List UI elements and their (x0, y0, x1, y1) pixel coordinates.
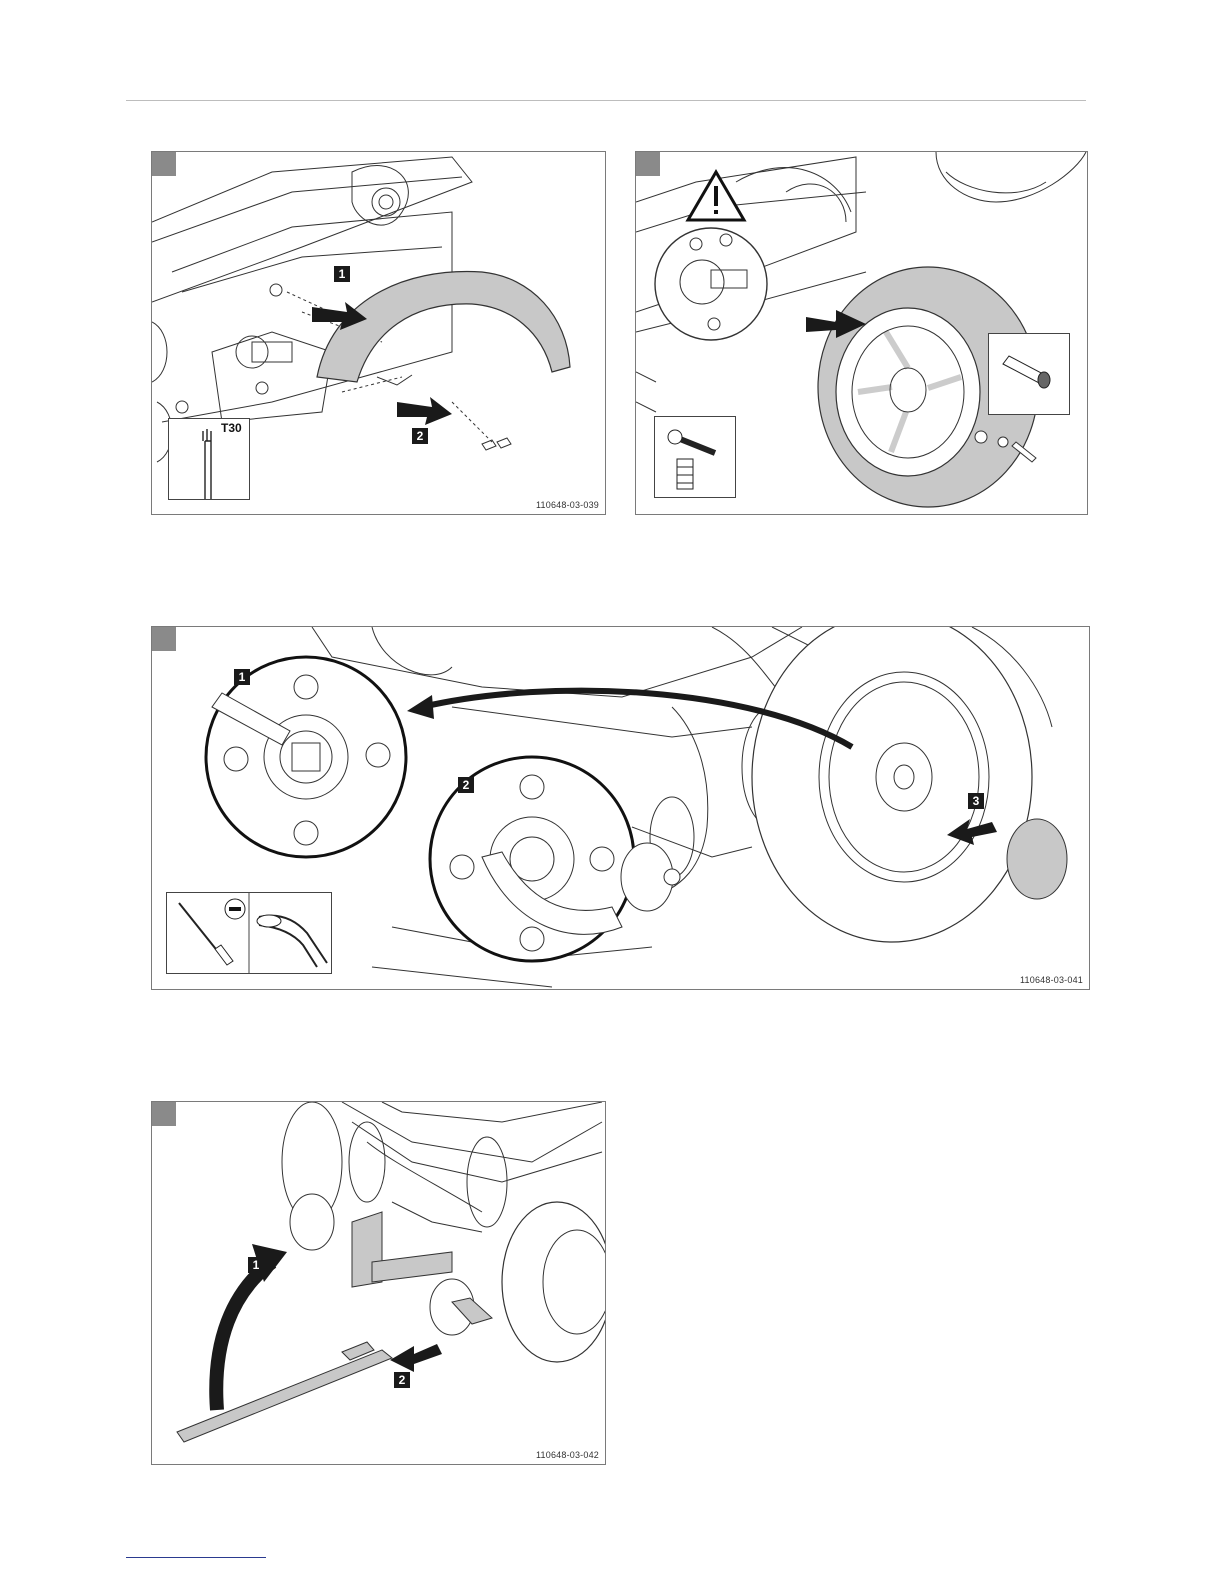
callout-1: 1 (334, 266, 350, 282)
torx-size-label: T30 (221, 421, 242, 435)
lift-arrow (216, 1262, 272, 1410)
figure-code: 110648-03-042 (536, 1450, 599, 1460)
illustration-jack (152, 1102, 605, 1464)
figure-tab (636, 152, 660, 176)
callout-2: 2 (412, 428, 428, 444)
callout-2: 2 (458, 777, 474, 793)
figure-tab (152, 1102, 176, 1126)
figure-wheel-mounting (635, 151, 1088, 515)
callout-3: 3 (968, 793, 984, 809)
inset-torque-wrench (654, 416, 736, 498)
axle-pin-icon (989, 334, 1069, 414)
figure-code: 110648-03-039 (536, 500, 599, 510)
tool-inset-torx: T30 (168, 418, 250, 500)
figure-hub-removal: 1 2 3 110648-03-041 (151, 626, 1090, 990)
mudguard-shape (317, 272, 570, 382)
callout-2: 2 (394, 1372, 410, 1388)
figure-jack-stand: 1 2 110648-03-042 (151, 1101, 606, 1465)
footer-rule (126, 1557, 266, 1558)
figure-tab (152, 152, 176, 176)
inset-tools (166, 892, 332, 974)
pliers-icon (257, 915, 327, 967)
warning-triangle-icon (688, 172, 744, 220)
arrow-2 (397, 397, 452, 425)
inset-axle-detail (988, 333, 1070, 415)
tools-icons (167, 893, 331, 973)
figure-tab (152, 627, 176, 651)
hub-cap (1007, 819, 1067, 899)
figure-code: 110648-03-041 (1020, 975, 1083, 985)
callout-1: 1 (248, 1257, 264, 1273)
figure-mudguard-removal: 1 2 T30 110648-03-039 (151, 151, 606, 515)
push-arrow (390, 1344, 442, 1372)
header-rule (126, 100, 1086, 101)
flat-screwdriver-icon (179, 899, 245, 965)
torque-wrench-icon (655, 417, 735, 497)
lever-bar (177, 1350, 392, 1442)
callout-1: 1 (234, 669, 250, 685)
